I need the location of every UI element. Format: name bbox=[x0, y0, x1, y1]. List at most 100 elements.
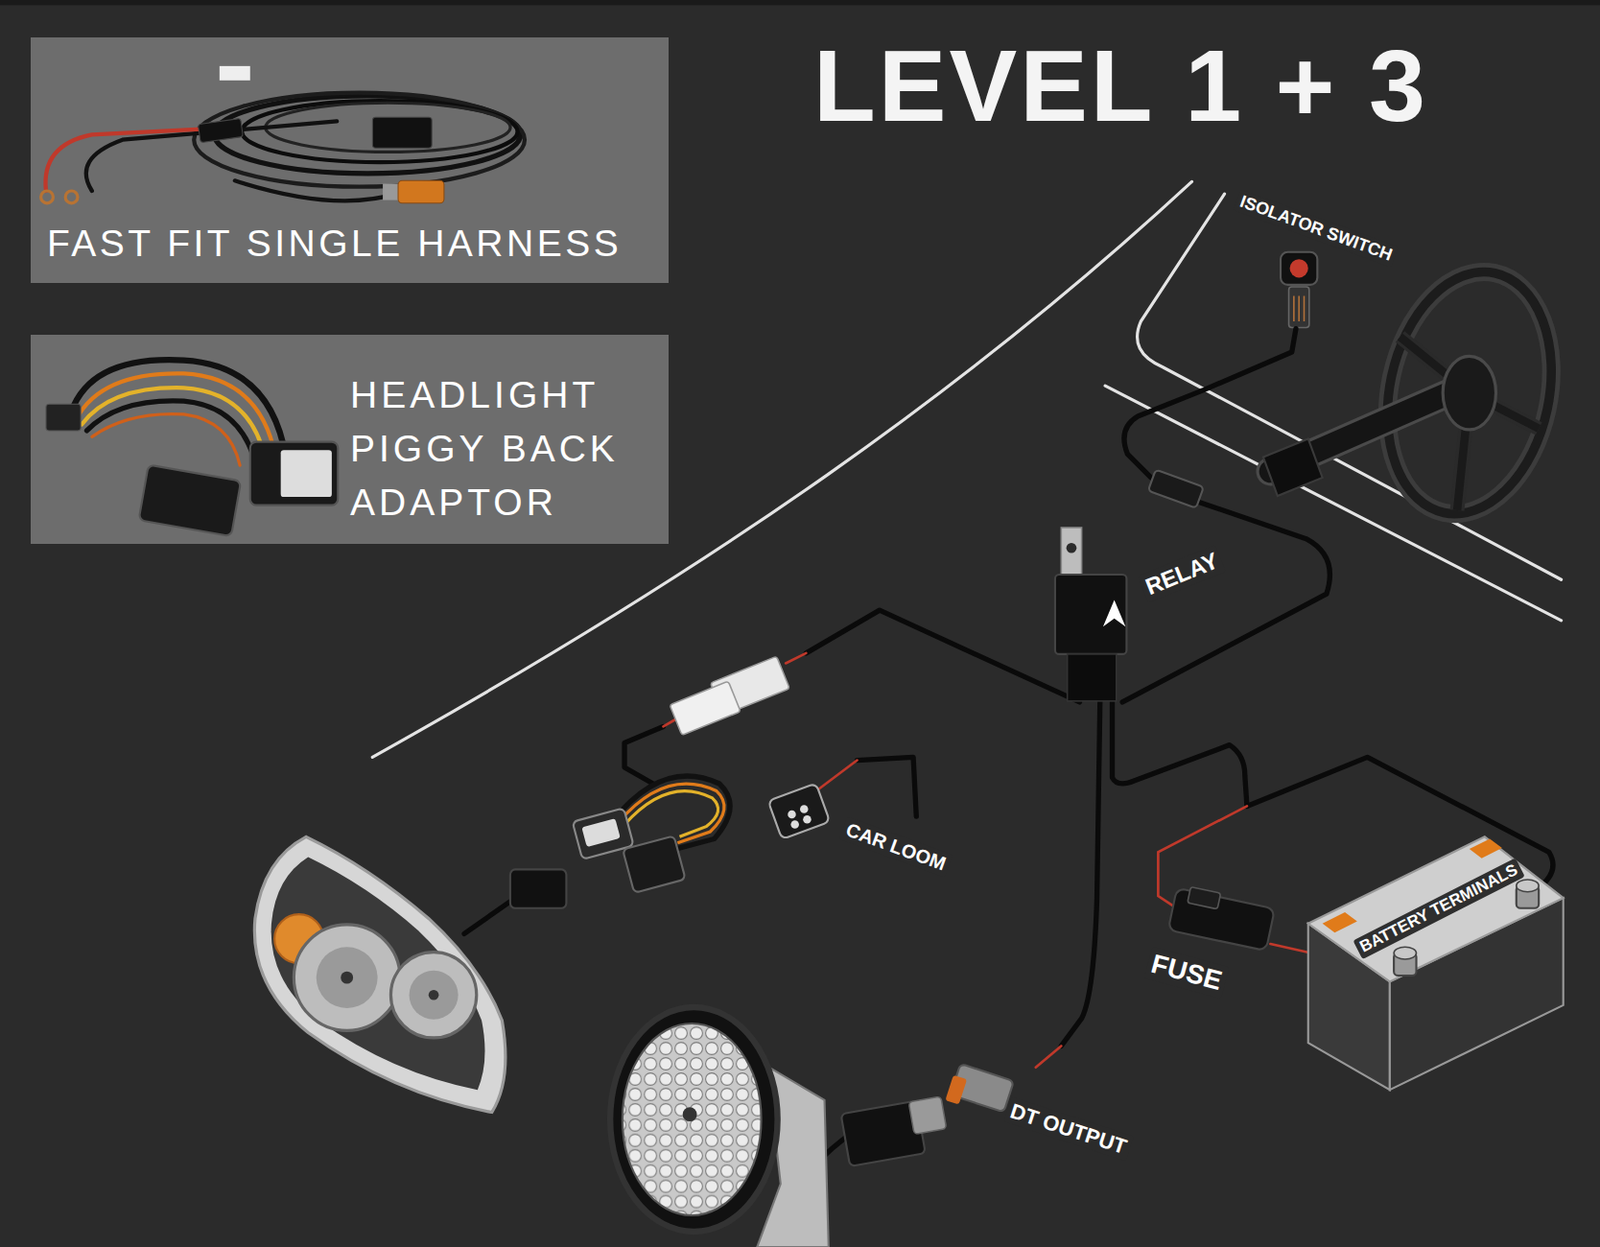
part-label: RELAY bbox=[1137, 544, 1226, 603]
panel-caption: FAST FIT SINGLE HARNESS bbox=[47, 221, 622, 267]
fuse-holder bbox=[1168, 887, 1275, 952]
inline-connector bbox=[1148, 470, 1204, 509]
title: LEVEL 1 + 3 bbox=[813, 34, 1429, 137]
adaptor-photo bbox=[46, 403, 81, 431]
isolator-switch bbox=[1290, 258, 1309, 278]
relay-symbol bbox=[1060, 527, 1082, 575]
piggy-back-adaptor bbox=[624, 791, 719, 838]
headlight bbox=[390, 952, 476, 1038]
battery bbox=[1322, 912, 1358, 933]
car-loom-connector bbox=[802, 815, 812, 824]
battery bbox=[1393, 946, 1416, 960]
battery bbox=[1308, 836, 1564, 982]
piggy-back-adaptor bbox=[572, 776, 730, 894]
headlight bbox=[428, 989, 440, 1001]
inline-connector bbox=[1148, 470, 1204, 509]
harness-wires bbox=[805, 610, 1080, 703]
isolator-switch bbox=[1280, 252, 1318, 329]
steering-wheel bbox=[1365, 256, 1573, 529]
headlight bbox=[316, 946, 378, 1009]
relay-symbol bbox=[1066, 542, 1078, 554]
positive-wires bbox=[816, 760, 858, 792]
panel-caption: HEADLIGHT PIGGY BACK ADAPTOR bbox=[350, 368, 662, 530]
harness-wires bbox=[857, 756, 918, 817]
harness-photo bbox=[41, 190, 54, 204]
adaptor-photo bbox=[281, 449, 332, 497]
harness-photo bbox=[219, 66, 251, 81]
harness-wires bbox=[1112, 702, 1248, 807]
positive-wires bbox=[785, 653, 806, 664]
part-label: DT OUTPUT bbox=[1003, 1096, 1134, 1161]
part-label: FUSE bbox=[1144, 946, 1230, 999]
positive-wires bbox=[662, 719, 676, 727]
steering-wheel bbox=[1400, 336, 1540, 511]
piggy-back-adaptor bbox=[618, 783, 725, 844]
car-loom-connector bbox=[768, 783, 831, 840]
steering-wheel bbox=[1400, 336, 1540, 511]
piggy-back-adaptor bbox=[581, 818, 620, 848]
splice-plugs bbox=[669, 656, 790, 735]
harness-photo bbox=[241, 100, 518, 163]
car-loom-connector bbox=[787, 810, 797, 820]
harness-photo bbox=[398, 180, 445, 203]
steering-wheel bbox=[1263, 438, 1323, 496]
splice-plugs bbox=[669, 681, 741, 735]
harness-photo bbox=[197, 117, 243, 142]
headlight bbox=[510, 869, 567, 908]
relay-symbol bbox=[1055, 574, 1127, 655]
adaptor-photo bbox=[92, 414, 240, 467]
driving-light bbox=[622, 1023, 762, 1216]
fuse-holder bbox=[1168, 888, 1275, 951]
harness-wires bbox=[624, 726, 663, 784]
isolator-switch bbox=[1280, 252, 1318, 285]
harness-wires bbox=[1124, 329, 1296, 478]
part-label: CAR LOOM bbox=[839, 816, 953, 877]
battery bbox=[1308, 836, 1564, 1090]
harness-photo bbox=[65, 190, 78, 204]
harness-wires bbox=[1060, 702, 1100, 1046]
car-loom-connector bbox=[790, 820, 800, 829]
car-loom-connector bbox=[768, 783, 831, 840]
adaptor-photo bbox=[250, 442, 339, 506]
driving-light bbox=[908, 1096, 946, 1134]
dt-connector bbox=[944, 1075, 967, 1106]
headlight bbox=[254, 836, 506, 1112]
relay-symbol bbox=[1055, 527, 1127, 702]
harness-photo bbox=[372, 117, 432, 148]
driving-light bbox=[610, 1007, 777, 1232]
harness-photo bbox=[41, 93, 525, 204]
harness-photo bbox=[265, 102, 511, 152]
positive-wires bbox=[1035, 1045, 1062, 1067]
adaptor-photo bbox=[87, 400, 257, 463]
steering-wheel bbox=[1442, 355, 1496, 430]
fuse-holder bbox=[1187, 887, 1222, 910]
isolator-switch bbox=[1294, 296, 1305, 323]
dt-connector bbox=[944, 1063, 1014, 1112]
isolator-switch bbox=[1289, 286, 1310, 329]
harness-photo bbox=[235, 180, 399, 201]
battery bbox=[1516, 879, 1539, 893]
positive-wires bbox=[662, 653, 1400, 1068]
adaptor-photo bbox=[139, 465, 242, 538]
headlight bbox=[271, 857, 486, 1091]
harness-photo bbox=[214, 95, 521, 174]
info-panel: HEADLIGHT PIGGY BACK ADAPTOR bbox=[30, 334, 669, 544]
harness-photo bbox=[193, 93, 525, 188]
driving-light bbox=[610, 1007, 947, 1247]
headlight bbox=[293, 924, 400, 1032]
steering-wheel bbox=[1263, 256, 1574, 529]
headlight bbox=[340, 971, 353, 985]
relay-symbol bbox=[1103, 600, 1126, 628]
car-loom-connector bbox=[800, 804, 809, 814]
headlight bbox=[409, 970, 459, 1020]
harness-wires bbox=[464, 897, 516, 934]
steering-wheel bbox=[1365, 256, 1573, 529]
top-bar bbox=[0, 0, 1600, 5]
relay-symbol bbox=[1067, 654, 1117, 702]
driving-light bbox=[682, 1106, 698, 1122]
harness-wires bbox=[1122, 501, 1330, 703]
battery bbox=[1469, 838, 1503, 858]
info-panel: FAST FIT SINGLE HARNESS bbox=[30, 37, 669, 283]
headlight bbox=[254, 836, 566, 1112]
